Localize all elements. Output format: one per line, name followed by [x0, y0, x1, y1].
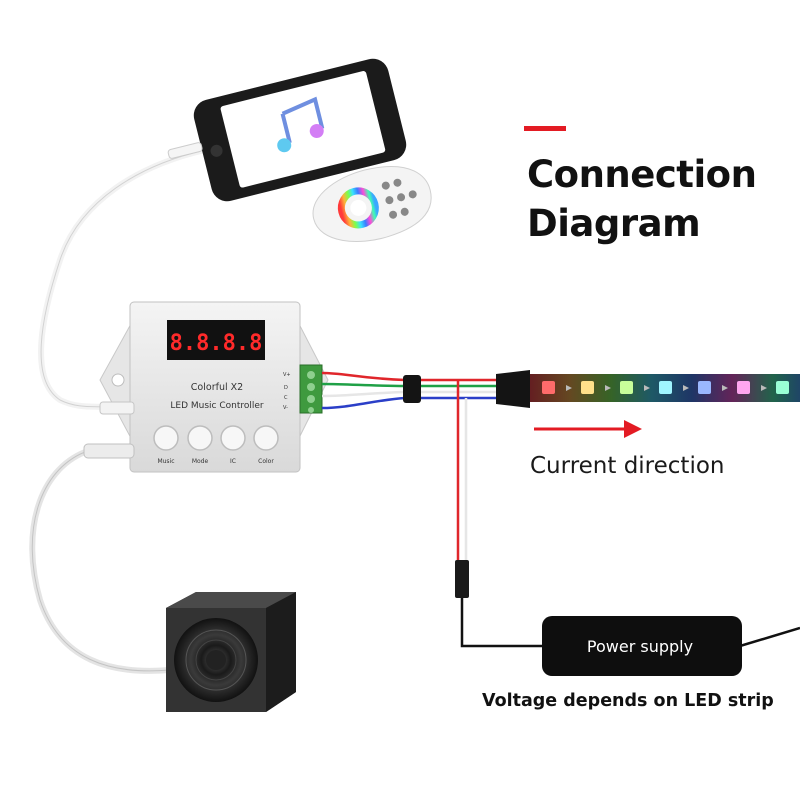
audio-plug-speaker: [83, 443, 135, 459]
page-title-line2: Diagram: [527, 202, 701, 245]
dc-plug: [455, 560, 469, 598]
led-music-controller: 8.8.8.8 Colorful X2 LED Music Controller…: [99, 301, 329, 473]
wire-coupler: [403, 375, 421, 403]
controller-button-mode[interactable]: Mode: [187, 425, 213, 465]
terminal-block: V+ D C V-: [283, 364, 323, 414]
button-label-music: Music: [157, 458, 174, 465]
button-label-color: Color: [258, 458, 274, 465]
terminal-label-vminus: V-: [283, 405, 288, 411]
music-note-icon: [277, 96, 325, 153]
power-supply: Power supply: [542, 616, 742, 676]
controller-brand: Colorful X2: [191, 382, 243, 393]
title-accent-bar: [524, 126, 566, 131]
smartphone: [193, 58, 407, 202]
button-label-mode: Mode: [192, 458, 209, 465]
voltage-note: Voltage depends on LED strip: [482, 691, 774, 711]
led-strip: [530, 374, 800, 402]
power-feed-wires: [455, 380, 800, 648]
display-digits: 8.8.8.8: [170, 331, 263, 356]
page-title-line1: Connection: [527, 153, 757, 196]
color-wheel-icon: [337, 187, 379, 229]
speaker: [166, 592, 296, 712]
terminal-label-vplus: V+: [283, 372, 291, 378]
controller-model: LED Music Controller: [170, 401, 264, 411]
strip-connector: [496, 370, 530, 408]
power-supply-label: Power supply: [587, 637, 693, 656]
signal-wires: [321, 371, 406, 410]
speaker-audio-cable: [29, 449, 171, 674]
controller-button-ic[interactable]: IC: [220, 425, 246, 465]
led-chips: [542, 381, 789, 394]
controller-button-music[interactable]: Music: [153, 425, 179, 465]
audio-plug-phone: [99, 401, 135, 415]
terminal-label-c: C: [284, 395, 288, 401]
button-label-ic: IC: [230, 458, 236, 465]
controller-button-color[interactable]: Color: [253, 425, 279, 465]
terminal-label-d: D: [284, 385, 288, 391]
current-direction-arrow: [534, 420, 642, 438]
strip-wires: [421, 378, 500, 400]
segment-display: [167, 320, 265, 360]
phone-plug: [167, 142, 203, 159]
rgb-remote-control: [312, 166, 432, 242]
current-direction-label: Current direction: [530, 453, 725, 479]
